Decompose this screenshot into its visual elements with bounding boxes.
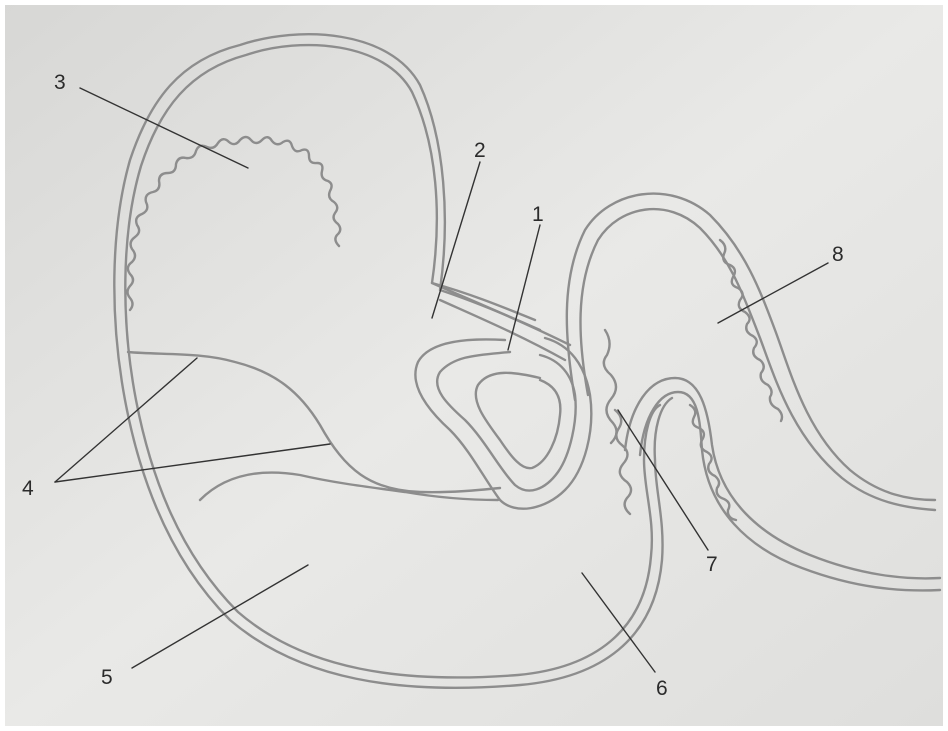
- label-6: 6: [656, 678, 668, 699]
- label-2: 2: [474, 140, 486, 161]
- label-5: 5: [101, 667, 113, 688]
- label-3: 3: [54, 72, 66, 93]
- label-8: 8: [832, 244, 844, 265]
- label-1: 1: [532, 204, 544, 225]
- label-7: 7: [706, 554, 718, 575]
- label-4: 4: [22, 478, 34, 499]
